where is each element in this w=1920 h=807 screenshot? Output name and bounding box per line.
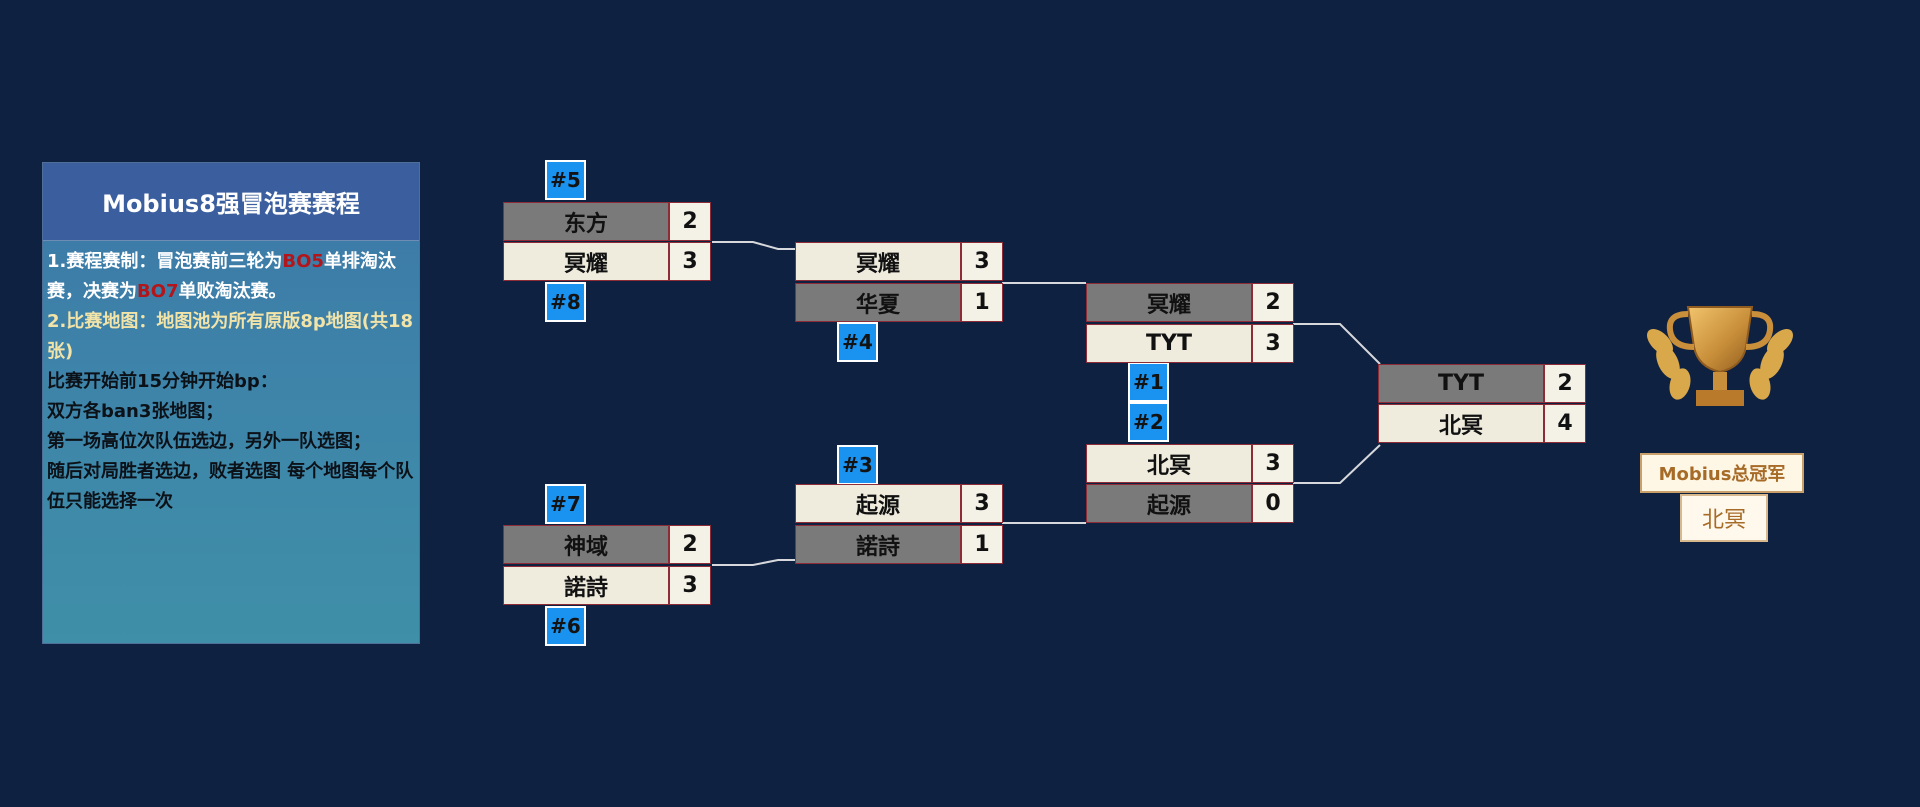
trophy-stem-icon [1713, 372, 1727, 390]
team-score: 2 [1253, 284, 1293, 321]
team-score: 3 [962, 243, 1002, 280]
team-score: 3 [1253, 445, 1293, 482]
rule-1-bo7: BO7 [137, 281, 179, 302]
connector-r3-top-final [1293, 323, 1381, 365]
connector-r1-bottom [712, 559, 795, 566]
match-final-team1: TYT 2 [1378, 364, 1586, 403]
trophy-cup-icon [1686, 306, 1754, 374]
match-r2-bottom-team1: 起源 3 [795, 484, 1003, 523]
seed-7: #7 [545, 484, 586, 524]
team-score: 2 [670, 526, 710, 563]
trophy-handle-left-icon [1666, 311, 1695, 350]
match-r3-top-team1: 冥耀 2 [1086, 283, 1294, 322]
team-score: 3 [670, 567, 710, 604]
team-name: 冥耀 [1087, 284, 1253, 321]
rule-1: 1.赛程赛制：冒泡赛前三轮为BO5单排淘汰赛，决赛为BO7单败淘汰赛。 [47, 247, 415, 307]
team-name: 起源 [796, 485, 962, 522]
team-score: 0 [1253, 485, 1293, 522]
tournament-rules: 1.赛程赛制：冒泡赛前三轮为BO5单排淘汰赛，决赛为BO7单败淘汰赛。 2.比赛… [47, 247, 415, 517]
tournament-info-panel: Mobius8强冒泡赛赛程 1.赛程赛制：冒泡赛前三轮为BO5单排淘汰赛，决赛为… [42, 162, 420, 644]
team-score: 2 [670, 203, 710, 240]
match-r1-top-team1: 东方 2 [503, 202, 711, 241]
rule-2: 2.比赛地图：地图池为所有原版8p地图(共18张) [47, 311, 414, 362]
team-score: 4 [1545, 405, 1585, 442]
rule-line-3: 比赛开始前15分钟开始bp： [47, 371, 278, 392]
match-r1-bottom-team2: 諾詩 3 [503, 566, 711, 605]
seed-1: #1 [1128, 362, 1169, 402]
match-final-team2: 北冥 4 [1378, 404, 1586, 443]
seed-8: #8 [545, 282, 586, 322]
seed-5: #5 [545, 160, 586, 200]
team-score: 1 [962, 526, 1002, 563]
seed-3: #3 [837, 445, 878, 485]
rule-line-6: 随后对局胜者选边，败者选图 每个地图每个队伍只能选择一次 [47, 461, 414, 512]
match-r1-bottom-team1: 神域 2 [503, 525, 711, 564]
rule-1-bo5: BO5 [282, 251, 324, 272]
match-r3-bottom-team1: 北冥 3 [1086, 444, 1294, 483]
connector-r1-top [712, 241, 795, 250]
rule-1-suffix: 单败淘汰赛。 [178, 281, 287, 302]
rule-line-5: 第一场高位次队伍选边，另外一队选图； [47, 431, 371, 452]
rule-1-prefix: 1.赛程赛制：冒泡赛前三轮为 [47, 251, 283, 272]
team-name: 起源 [1087, 485, 1253, 522]
seed-6: #6 [545, 606, 586, 646]
match-r2-top-team1: 冥耀 3 [795, 242, 1003, 281]
seed-2: #2 [1128, 402, 1169, 442]
team-name: TYT [1379, 365, 1545, 402]
team-score: 3 [670, 243, 710, 280]
team-name: 东方 [504, 203, 670, 240]
match-r3-top-team2: TYT 3 [1086, 324, 1294, 363]
team-score: 3 [962, 485, 1002, 522]
team-name: TYT [1087, 325, 1253, 362]
match-r1-top-team2: 冥耀 3 [503, 242, 711, 281]
team-score: 3 [1253, 325, 1293, 362]
connector-r3-bottom-final [1293, 444, 1381, 484]
trophy-icon [1647, 306, 1793, 406]
team-name: 諾詩 [504, 567, 670, 604]
team-name: 諾詩 [796, 526, 962, 563]
champion-name: 北冥 [1680, 494, 1768, 542]
rule-1-mid: 单排淘汰赛，决赛为 [47, 251, 396, 302]
team-score: 1 [962, 284, 1002, 321]
tournament-title: Mobius8强冒泡赛赛程 [43, 163, 419, 241]
trophy-laurel-icon [1647, 329, 1793, 400]
team-name: 华夏 [796, 284, 962, 321]
match-r3-bottom-team2: 起源 0 [1086, 484, 1294, 523]
team-name: 冥耀 [504, 243, 670, 280]
match-r2-bottom-team2: 諾詩 1 [795, 525, 1003, 564]
champion-label: Mobius总冠军 [1640, 453, 1804, 493]
team-name: 神域 [504, 526, 670, 563]
team-score: 2 [1545, 365, 1585, 402]
rule-line-4: 双方各ban3张地图； [47, 401, 224, 422]
trophy-handle-right-icon [1745, 311, 1774, 350]
match-r2-top-team2: 华夏 1 [795, 283, 1003, 322]
seed-4: #4 [837, 322, 878, 362]
team-name: 北冥 [1379, 405, 1545, 442]
trophy-base-icon [1696, 390, 1744, 406]
team-name: 冥耀 [796, 243, 962, 280]
team-name: 北冥 [1087, 445, 1253, 482]
